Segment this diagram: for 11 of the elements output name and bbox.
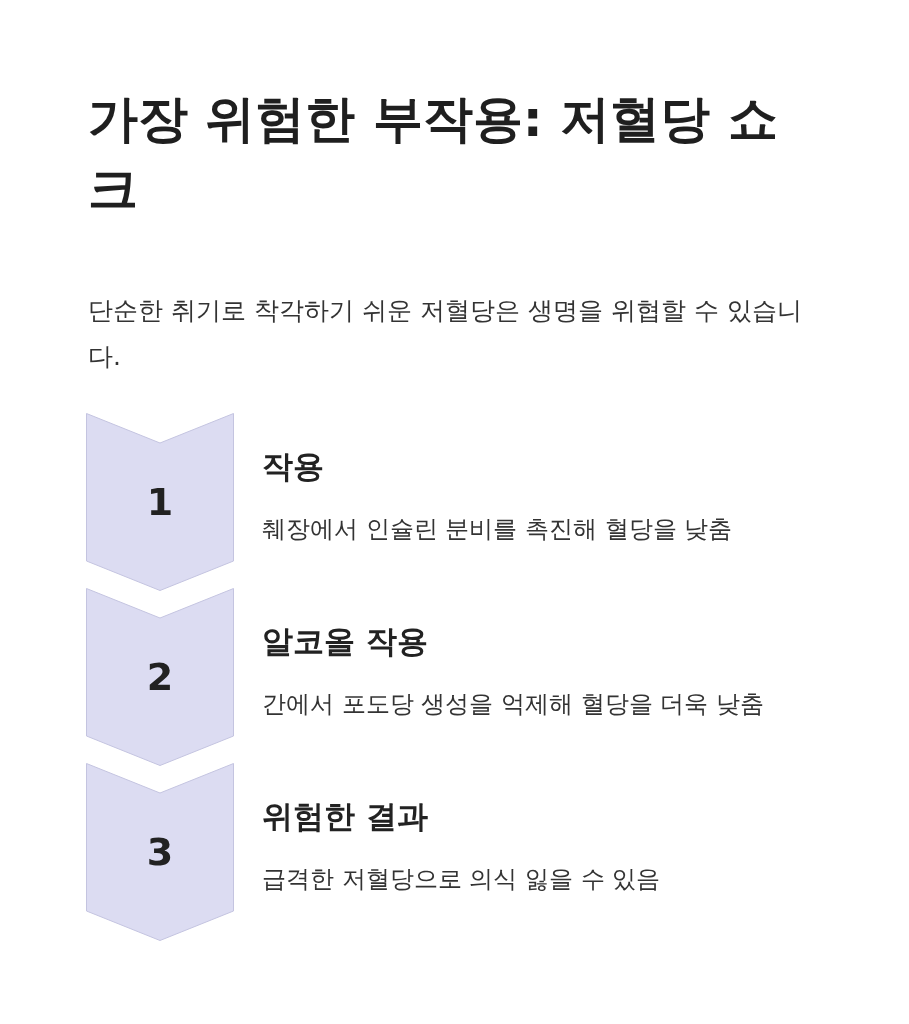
step-heading: 알코올 작용 [262, 622, 428, 661]
step-description: 간에서 포도당 생성을 억제해 혈당을 더욱 낮춤 [262, 689, 764, 720]
step-heading: 작용 [262, 447, 324, 486]
step-description: 급격한 저혈당으로 의식 잃을 수 있음 [262, 864, 661, 895]
step-number: 1 [146, 480, 174, 524]
step-number: 2 [146, 655, 174, 699]
subtitle: 단순한 취기로 착각하기 쉬운 저혈당은 생명을 위협할 수 있습니다. [88, 295, 803, 373]
step-heading: 위험한 결과 [262, 797, 428, 836]
title: 가장 위험한 부작용: 저혈당 쇼크 [88, 89, 779, 220]
step-description: 췌장에서 인슐린 분비를 촉진해 혈당을 낮춤 [262, 514, 733, 545]
step-number: 3 [146, 830, 174, 874]
